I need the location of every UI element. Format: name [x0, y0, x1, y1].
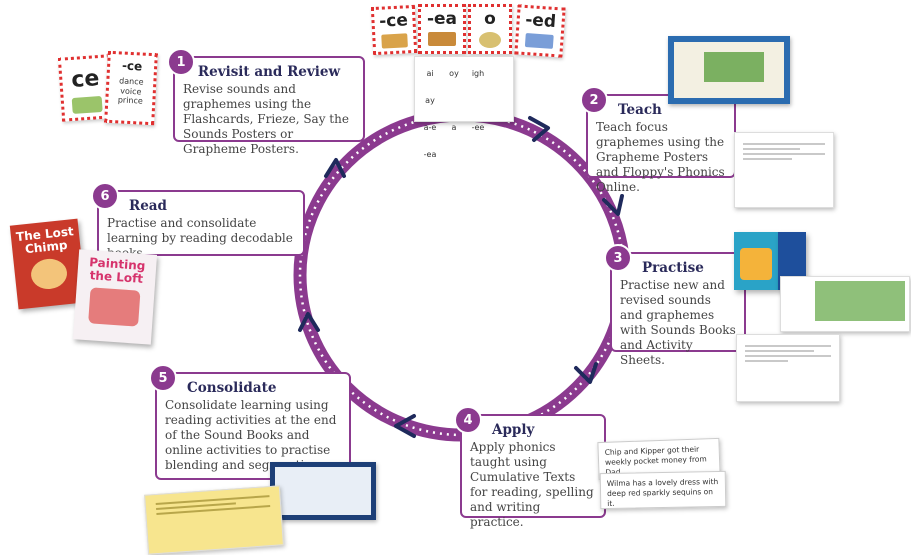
flashcard-word: prince: [117, 95, 144, 106]
step-title: Teach: [618, 102, 662, 118]
grapheme-cell: ai: [426, 69, 434, 78]
grapheme-cell: a-e: [423, 123, 437, 132]
sounds-book-cover: [734, 232, 778, 290]
step-number-badge: 5: [149, 364, 177, 392]
grapheme-cell: igh: [471, 69, 485, 78]
spread-illustration: [815, 281, 905, 321]
frieze-card: o: [468, 4, 512, 54]
step-number-badge: 3: [604, 244, 632, 272]
flashcard-back-title: -ce: [121, 58, 143, 74]
book-illustration: [740, 248, 772, 280]
frieze-grapheme: o: [484, 9, 496, 29]
book-title: The Lost Chimp: [15, 224, 75, 256]
book-illustration: [29, 257, 69, 291]
decodable-book-cover: The Lost Chimp: [9, 218, 87, 310]
step-title: Read: [129, 198, 167, 214]
step-read: 6 Read Practise and consolidate learning…: [91, 182, 305, 260]
frieze-picture-icon: [381, 33, 408, 49]
flashcard-back: -ce dance voice prince: [104, 50, 158, 126]
frieze-picture-icon: [524, 33, 554, 49]
step-teach: 2 Teach Teach focus graphemes using the …: [580, 86, 736, 194]
sounds-book-spread: [780, 276, 910, 332]
step-practise: 3 Practise Practise new and revised soun…: [604, 244, 746, 367]
book-illustration: [88, 287, 141, 327]
frieze-picture-icon: [479, 32, 501, 48]
grapheme-cell: -ee: [471, 123, 485, 132]
step-description: Practise new and revised sounds and grap…: [620, 278, 736, 367]
poster-lines: [743, 143, 825, 160]
arrow-3-to-4: [574, 362, 598, 384]
frieze-grapheme: -ea: [426, 9, 458, 29]
step-revisit-and-review: 1 Revisit and Review Revise sounds and g…: [167, 48, 365, 156]
arrow-5-to-6: [298, 312, 320, 332]
step-title: Revisit and Review: [197, 64, 341, 80]
frieze-grapheme: -ed: [524, 9, 557, 33]
grapheme-cell: ay: [425, 96, 435, 105]
grapheme-poster-sheet: [734, 132, 834, 208]
step-description: Apply phonics taught using Cumulative Te…: [470, 440, 594, 529]
arrow-1-to-2: [528, 116, 550, 142]
grapheme-cell: a: [451, 123, 457, 132]
step-number-badge: 4: [454, 406, 482, 434]
arrow-6-to-1: [324, 158, 346, 178]
flashcard-grapheme: ce: [70, 66, 101, 93]
step-description: Revise sounds and graphemes using the Fl…: [183, 82, 349, 156]
step-number-badge: 6: [91, 182, 119, 210]
cumulative-text-card: Wilma has a lovely dress with deep red s…: [599, 470, 727, 510]
frieze-picture-icon: [428, 32, 456, 46]
arrow-2-to-3: [602, 194, 624, 216]
step-apply: 4 Apply Apply phonics taught using Cumul…: [454, 406, 606, 529]
activity-lines: [155, 495, 271, 515]
frieze-card: -ea: [418, 4, 466, 54]
cumulative-sentence: Wilma has a lovely dress with deep red s…: [606, 477, 719, 508]
frieze-card: -ce: [370, 4, 418, 56]
step-description: Teach focus graphemes using the Grapheme…: [596, 120, 725, 194]
frieze-grapheme: -ce: [378, 10, 409, 32]
sound-book-activity-pages: [144, 485, 284, 555]
step-title: Practise: [642, 260, 704, 276]
step-number-badge: 2: [580, 86, 608, 114]
sheet-lines: [745, 345, 831, 362]
book-title: Painting the Loft: [88, 255, 146, 286]
decodable-book-cover: Painting the Loft: [72, 249, 158, 345]
online-activity-screenshot: [270, 462, 376, 520]
scene-image: [704, 52, 764, 82]
step-description: Consolidate learning using reading activ…: [165, 398, 337, 472]
frieze-card: -ed: [514, 4, 566, 58]
step-title: Apply: [492, 422, 535, 438]
grapheme-cell: -ea: [423, 150, 437, 159]
grapheme-poster: ai oy igh ay a-e a -ee -ea: [414, 56, 514, 159]
grapheme-cell: oy: [449, 69, 459, 78]
arrow-4-to-5: [394, 414, 416, 438]
screen-content: [674, 42, 784, 98]
activity-sheet: [736, 334, 840, 402]
step-title: Consolidate: [187, 380, 277, 396]
step-number-badge: 1: [167, 48, 195, 76]
step-description: Practise and consolidate learning by rea…: [107, 216, 293, 260]
flashcard-picture-icon: [71, 95, 103, 114]
activity-screen-content: [275, 467, 371, 515]
floppys-phonics-online-screenshot: [668, 36, 790, 104]
